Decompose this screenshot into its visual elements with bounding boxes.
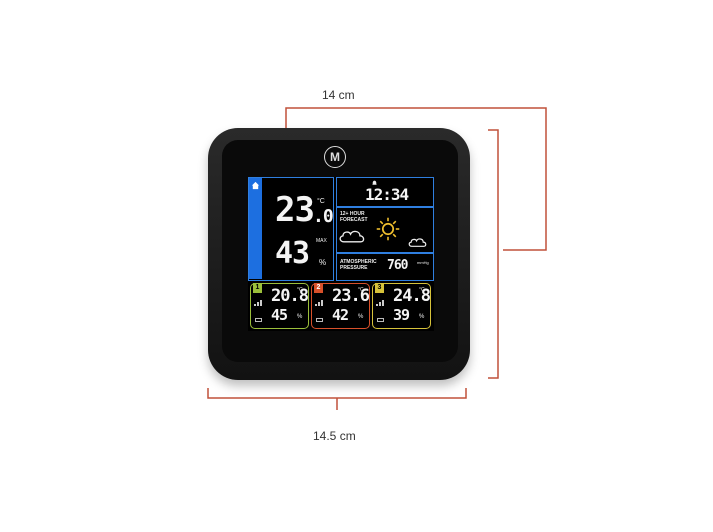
forecast-panel: 12+ HOUR FORECAST [336, 207, 434, 253]
channel-badge-2: 2 [314, 283, 323, 293]
channel-badge-1: 1 [253, 283, 262, 293]
indoor-humidity: 43 [275, 236, 310, 271]
sensor-temp-unit-1: °C [297, 287, 303, 293]
signal-icon [254, 300, 262, 306]
indoor-panel: 23 .0 °C MAX 43 % [248, 177, 334, 281]
indoor-temp-unit: °C [317, 198, 325, 205]
pressure-label: ATMOSPHERIC PRESSURE [340, 259, 377, 271]
cloud-icon [339, 230, 365, 243]
indoor-humidity-unit: % [319, 258, 327, 267]
battery-icon [377, 318, 384, 322]
pressure-panel: ATMOSPHERIC PRESSURE 760 mmHg [336, 253, 434, 281]
sensor-temperature-1: 20.8 [271, 286, 309, 306]
pressure-value: 760 [387, 258, 409, 273]
sensor-panel-2: 2 23.6 °C 42 % [311, 283, 370, 329]
forecast-label-line2: FORECAST [340, 217, 368, 223]
width-label: 14 cm [322, 88, 355, 102]
clock-time: 12:34 [365, 185, 409, 204]
clock-panel: 12:34 [336, 177, 434, 207]
sensor-humidity-1: 45 [271, 306, 288, 324]
height-bracket [488, 129, 499, 379]
signal-icon [376, 300, 384, 306]
sensor-humidity-2: 42 [332, 306, 349, 324]
signal-icon [315, 300, 323, 306]
battery-icon [255, 318, 262, 322]
sensor-humidity-unit-1: % [297, 314, 303, 320]
sensor-temp-unit-2: °C [358, 287, 364, 293]
sensor-panel-3: 3 24.8 °C 39 % [372, 283, 431, 329]
brand-logo: M [324, 146, 346, 168]
top-guide [285, 107, 381, 130]
length-bracket [207, 388, 467, 399]
pressure-unit: mmHg [417, 260, 429, 265]
sensor-temp-unit-3: °C [419, 287, 425, 293]
alarm-icon [372, 180, 377, 185]
sun-icon [376, 217, 400, 241]
sensor-humidity-3: 39 [393, 306, 410, 324]
length-label: 14.5 cm [313, 429, 356, 443]
width-bracket [381, 107, 547, 251]
home-icon [251, 181, 260, 190]
indoor-temperature-decimal: .0 [313, 206, 334, 227]
sensor-temperature-2: 23.6 [332, 286, 370, 306]
lcd-screen: 23 .0 °C MAX 43 % 12:34 12+ HOUR FORECAS… [248, 177, 434, 331]
max-label: MAX [316, 238, 327, 244]
pressure-label-line1: ATMOSPHERIC [340, 259, 377, 265]
channel-badge-3: 3 [375, 283, 384, 293]
small-cloud-icon [408, 238, 427, 247]
sensor-humidity-unit-3: % [419, 314, 425, 320]
indoor-temperature: 23 [275, 190, 315, 230]
forecast-label: 12+ HOUR FORECAST [340, 211, 368, 223]
forecast-label-line1: 12+ HOUR [340, 211, 365, 217]
sensor-temperature-3: 24.8 [393, 286, 431, 306]
pressure-label-line2: PRESSURE [340, 265, 368, 271]
battery-icon [316, 318, 323, 322]
sensor-humidity-unit-2: % [358, 314, 364, 320]
indoor-bar [249, 178, 262, 279]
sensor-panel-1: 1 20.8 °C 45 % [250, 283, 309, 329]
